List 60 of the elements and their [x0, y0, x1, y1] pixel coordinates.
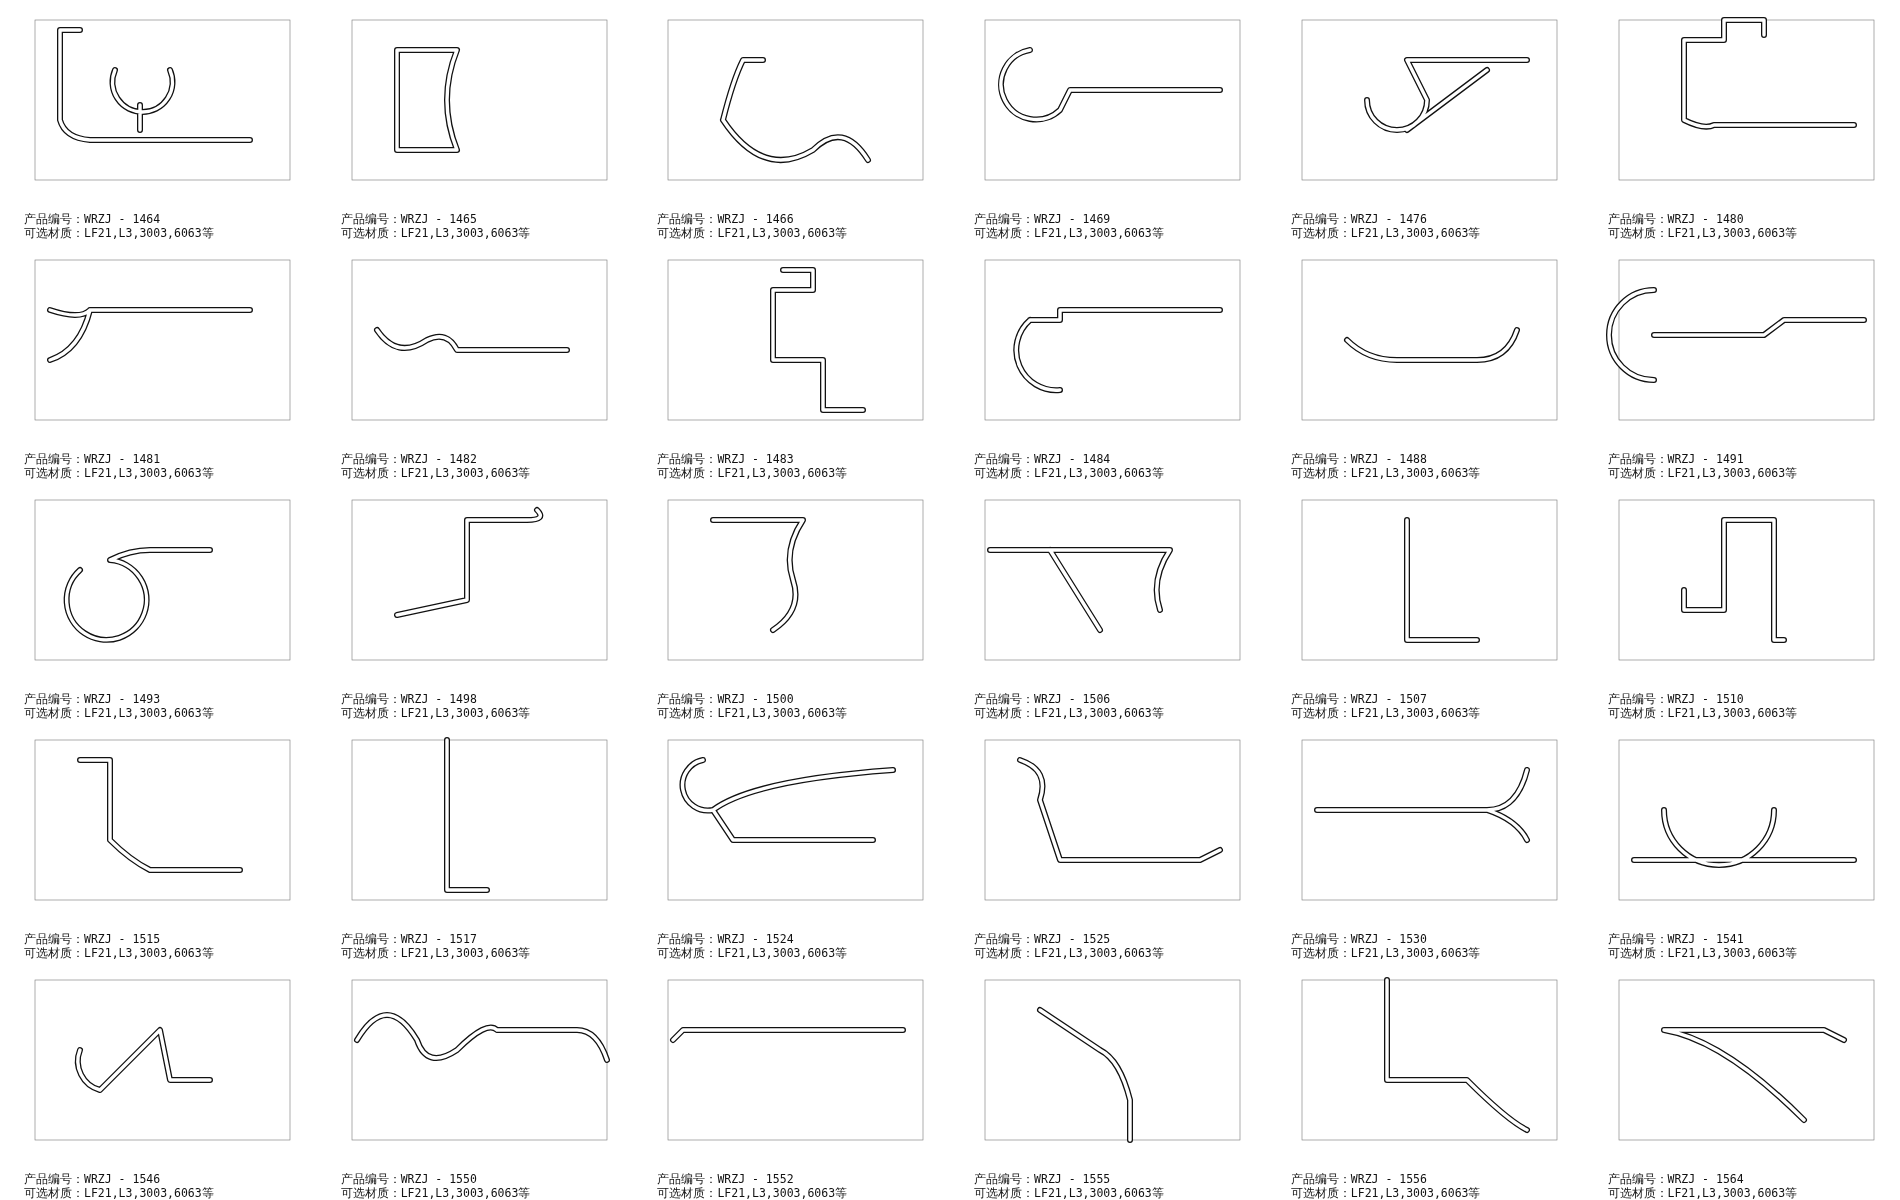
material-note: 可选材质：LF21,L3,3003,6063等 — [1607, 706, 1798, 720]
material-note: 可选材质：LF21,L3,3003,6063等 — [1290, 946, 1481, 960]
material-note: 可选材质：LF21,L3,3003,6063等 — [340, 706, 531, 720]
material-note: 可选材质：LF21,L3,3003,6063等 — [974, 466, 1164, 480]
product-number: 产品编号：WRZJ - 1498 — [340, 692, 477, 706]
product-number: 产品编号：WRZJ - 1515 — [24, 932, 161, 946]
material-note: 可选材质：LF21,L3,3003,6063等 — [1607, 1186, 1798, 1200]
material-note: 可选材质：LF21,L3,3003,6063等 — [1607, 946, 1798, 960]
product-number: 产品编号：WRZJ - 1507 — [1290, 692, 1427, 706]
product-number: 产品编号：WRZJ - 1483 — [657, 452, 794, 466]
product-number: 产品编号：WRZJ - 1469 — [974, 212, 1111, 226]
product-number: 产品编号：WRZJ - 1500 — [657, 692, 794, 706]
material-note: 可选材质：LF21,L3,3003,6063等 — [1607, 226, 1798, 240]
material-note: 可选材质：LF21,L3,3003,6063等 — [657, 706, 848, 720]
product-number: 产品编号：WRZJ - 1555 — [974, 1172, 1111, 1186]
material-note: 可选材质：LF21,L3,3003,6063等 — [974, 1186, 1164, 1200]
material-note: 可选材质：LF21,L3,3003,6063等 — [657, 946, 848, 960]
material-note: 可选材质：LF21,L3,3003,6063等 — [657, 466, 848, 480]
material-note: 可选材质：LF21,L3,3003,6063等 — [24, 466, 214, 480]
material-note: 可选材质：LF21,L3,3003,6063等 — [340, 466, 531, 480]
product-number: 产品编号：WRZJ - 1552 — [657, 1172, 794, 1186]
product-number: 产品编号：WRZJ - 1510 — [1607, 692, 1744, 706]
product-number: 产品编号：WRZJ - 1493 — [24, 692, 161, 706]
material-note: 可选材质：LF21,L3,3003,6063等 — [1290, 226, 1481, 240]
material-note: 可选材质：LF21,L3,3003,6063等 — [657, 226, 848, 240]
product-number: 产品编号：WRZJ - 1564 — [1607, 1172, 1744, 1186]
product-number: 产品编号：WRZJ - 1517 — [340, 932, 477, 946]
product-number: 产品编号：WRZJ - 1481 — [24, 452, 161, 466]
product-number: 产品编号：WRZJ - 1550 — [340, 1172, 477, 1186]
material-note: 可选材质：LF21,L3,3003,6063等 — [24, 226, 214, 240]
product-number: 产品编号：WRZJ - 1546 — [24, 1172, 161, 1186]
product-number: 产品编号：WRZJ - 1484 — [974, 452, 1111, 466]
product-number: 产品编号：WRZJ - 1506 — [974, 692, 1111, 706]
product-number: 产品编号：WRZJ - 1525 — [974, 932, 1111, 946]
product-number: 产品编号：WRZJ - 1480 — [1607, 212, 1744, 226]
material-note: 可选材质：LF21,L3,3003,6063等 — [1607, 466, 1798, 480]
product-number: 产品编号：WRZJ - 1556 — [1290, 1172, 1427, 1186]
material-note: 可选材质：LF21,L3,3003,6063等 — [1290, 706, 1481, 720]
product-number: 产品编号：WRZJ - 1476 — [1290, 212, 1427, 226]
product-number: 产品编号：WRZJ - 1530 — [1290, 932, 1427, 946]
material-note: 可选材质：LF21,L3,3003,6063等 — [24, 946, 214, 960]
product-number: 产品编号：WRZJ - 1482 — [340, 452, 477, 466]
product-number: 产品编号：WRZJ - 1466 — [657, 212, 794, 226]
material-note: 可选材质：LF21,L3,3003,6063等 — [24, 1186, 214, 1200]
material-note: 可选材质：LF21,L3,3003,6063等 — [974, 706, 1164, 720]
product-number: 产品编号：WRZJ - 1464 — [24, 212, 161, 226]
material-note: 可选材质：LF21,L3,3003,6063等 — [657, 1186, 848, 1200]
product-number: 产品编号：WRZJ - 1488 — [1290, 452, 1427, 466]
product-number: 产品编号：WRZJ - 1465 — [340, 212, 477, 226]
product-number: 产品编号：WRZJ - 1491 — [1607, 452, 1744, 466]
material-note: 可选材质：LF21,L3,3003,6063等 — [1290, 1186, 1481, 1200]
material-note: 可选材质：LF21,L3,3003,6063等 — [24, 706, 214, 720]
product-number: 产品编号：WRZJ - 1541 — [1607, 932, 1744, 946]
material-note: 可选材质：LF21,L3,3003,6063等 — [974, 946, 1164, 960]
material-note: 可选材质：LF21,L3,3003,6063等 — [340, 226, 531, 240]
material-note: 可选材质：LF21,L3,3003,6063等 — [1290, 466, 1481, 480]
material-note: 可选材质：LF21,L3,3003,6063等 — [340, 946, 531, 960]
product-number: 产品编号：WRZJ - 1524 — [657, 932, 794, 946]
material-note: 可选材质：LF21,L3,3003,6063等 — [340, 1186, 531, 1200]
material-note: 可选材质：LF21,L3,3003,6063等 — [974, 226, 1164, 240]
